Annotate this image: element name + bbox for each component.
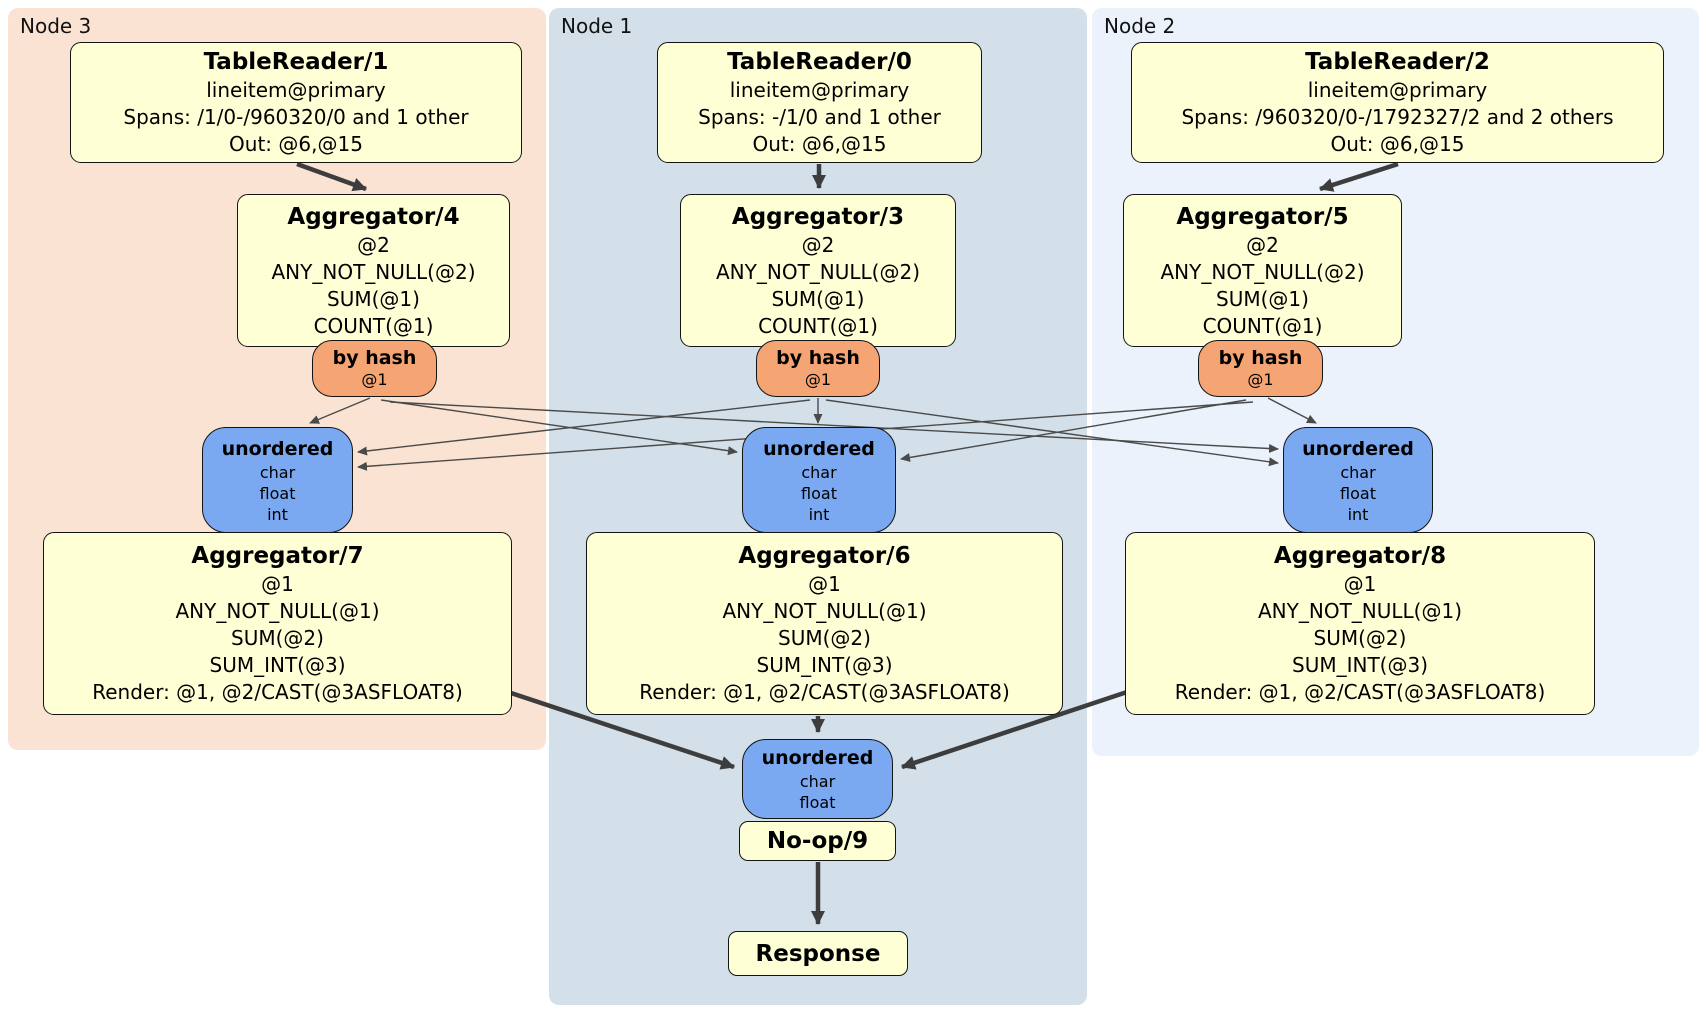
processor-detail: lineitem@primary [206, 78, 386, 102]
processor-detail: ANY_NOT_NULL(@1) [722, 599, 927, 623]
processor-detail: lineitem@primary [1307, 78, 1488, 102]
router-field: @1 [1247, 370, 1274, 389]
processor-detail: SUM(@1) [1216, 286, 1309, 311]
processor-detail: ANY_NOT_NULL(@2) [1160, 259, 1365, 284]
processor-detail: COUNT(@1) [758, 313, 878, 338]
sync-type: int [808, 504, 830, 524]
processor-title: Aggregator/8 [1273, 543, 1447, 569]
router-label: by hash [332, 347, 417, 369]
processor-detail: Spans: /1/0-/960320/0 and 1 other [123, 105, 469, 129]
processor-detail: Render: @1, @2/CAST(@3ASFLOAT8) [639, 680, 1010, 704]
processor-detail: ANY_NOT_NULL(@2) [271, 259, 476, 284]
sync-type: char [799, 772, 836, 791]
processor-title: TableReader/2 [1305, 49, 1490, 75]
processor-detail: SUM_INT(@3) [756, 653, 893, 677]
processor-detail: Spans: -/1/0 and 1 other [698, 105, 941, 129]
processor-detail: @2 [801, 232, 835, 257]
router-field: @1 [361, 370, 388, 389]
processor-title: Aggregator/3 [731, 203, 905, 230]
processor-title: Aggregator/5 [1176, 203, 1349, 230]
sync-label: unordered [1302, 437, 1414, 460]
sync-unordered-final: unordered char float [742, 739, 893, 819]
sync-label: unordered [221, 437, 334, 460]
sync-type: int [267, 504, 288, 524]
router-field: @1 [804, 370, 832, 389]
router-by-hash-4: by hash @1 [312, 340, 437, 397]
processor-detail: Render: @1, @2/CAST(@3ASFLOAT8) [92, 680, 463, 704]
sync-type: char [1340, 462, 1376, 482]
processor-title: TableReader/1 [203, 49, 389, 75]
processor-title: TableReader/0 [727, 49, 912, 75]
panel-node-1-label: Node 1 [561, 14, 633, 38]
sync-type: int [1347, 504, 1369, 524]
router-by-hash-5: by hash @1 [1198, 340, 1323, 397]
processor-detail: lineitem@primary [729, 78, 910, 102]
processor-detail: @2 [1246, 232, 1279, 257]
processor-detail: Out: @6,@15 [752, 132, 887, 156]
processor-tablereader-0: TableReader/0 lineitem@primary Spans: -/… [657, 42, 982, 163]
processor-detail: SUM_INT(@3) [209, 653, 346, 677]
processor-aggregator-4: Aggregator/4 @2 ANY_NOT_NULL(@2) SUM(@1)… [237, 194, 510, 347]
processor-title: Aggregator/6 [738, 543, 911, 569]
processor-detail: Render: @1, @2/CAST(@3ASFLOAT8) [1174, 680, 1546, 704]
processor-detail: SUM(@2) [778, 626, 871, 650]
processor-detail: SUM(@1) [771, 286, 865, 311]
processor-detail: Spans: /960320/0-/1792327/2 and 2 others [1181, 105, 1614, 129]
processor-tablereader-2: TableReader/2 lineitem@primary Spans: /9… [1131, 42, 1664, 163]
router-label: by hash [776, 347, 860, 369]
processor-detail: @1 [808, 572, 841, 596]
processor-tablereader-1: TableReader/1 lineitem@primary Spans: /1… [70, 42, 522, 163]
sync-label: unordered [761, 747, 874, 769]
processor-detail: @1 [261, 572, 294, 596]
sync-type: char [801, 462, 837, 482]
processor-title: No-op/9 [766, 828, 869, 854]
processor-aggregator-5: Aggregator/5 @2 ANY_NOT_NULL(@2) SUM(@1)… [1123, 194, 1402, 347]
processor-detail: Out: @6,@15 [1330, 132, 1465, 156]
sync-type: float [259, 483, 296, 503]
processor-aggregator-7: Aggregator/7 @1 ANY_NOT_NULL(@1) SUM(@2)… [43, 532, 512, 715]
processor-title: Response [755, 940, 881, 967]
sync-unordered-node2: unordered char float int [1283, 427, 1433, 533]
processor-detail: @2 [357, 232, 390, 257]
processor-aggregator-6: Aggregator/6 @1 ANY_NOT_NULL(@1) SUM(@2)… [586, 532, 1063, 715]
sync-label: unordered [763, 437, 875, 460]
sync-type: float [1340, 483, 1376, 503]
sync-unordered-node3: unordered char float int [202, 427, 353, 533]
processor-aggregator-8: Aggregator/8 @1 ANY_NOT_NULL(@1) SUM(@2)… [1125, 532, 1595, 715]
processor-title: Aggregator/4 [287, 203, 460, 230]
router-by-hash-3: by hash @1 [756, 340, 880, 397]
processor-detail: COUNT(@1) [1202, 313, 1323, 338]
sync-unordered-node1: unordered char float int [742, 427, 896, 533]
router-label: by hash [1218, 347, 1303, 369]
panel-node-2-label: Node 2 [1104, 14, 1176, 38]
sync-type: float [801, 483, 837, 503]
processor-detail: SUM(@2) [231, 626, 324, 650]
processor-aggregator-3: Aggregator/3 @2 ANY_NOT_NULL(@2) SUM(@1)… [680, 194, 956, 347]
panel-node-3-label: Node 3 [20, 14, 92, 38]
processor-noop-9: No-op/9 [739, 821, 896, 861]
processor-detail: COUNT(@1) [313, 313, 434, 338]
processor-response: Response [728, 931, 908, 976]
processor-detail: SUM(@1) [327, 286, 420, 311]
processor-detail: Out: @6,@15 [229, 132, 363, 156]
processor-detail: SUM(@2) [1313, 626, 1407, 650]
processor-detail: SUM_INT(@3) [1292, 653, 1428, 677]
sync-type: char [259, 462, 296, 482]
sync-type: float [799, 793, 836, 812]
processor-title: Aggregator/7 [191, 543, 364, 569]
processor-detail: @1 [1343, 572, 1377, 596]
processor-detail: ANY_NOT_NULL(@1) [1258, 599, 1462, 623]
processor-detail: ANY_NOT_NULL(@1) [175, 599, 380, 623]
processor-detail: ANY_NOT_NULL(@2) [716, 259, 920, 284]
